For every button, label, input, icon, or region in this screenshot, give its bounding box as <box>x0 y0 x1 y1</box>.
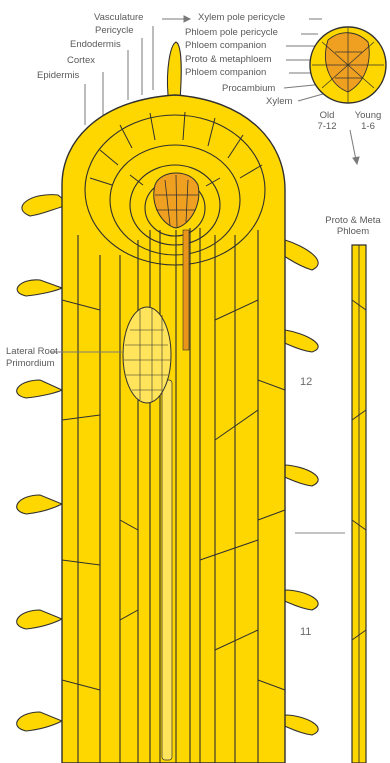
phloem-strand <box>183 230 189 350</box>
label-old-range: 7-12 <box>313 121 341 132</box>
label-primordium: Primordium <box>6 358 55 369</box>
label-lateral-root: Lateral Root <box>6 346 58 357</box>
label-old: Old <box>313 110 341 121</box>
label-xylem-pole-pericycle: Xylem pole pericycle <box>198 12 285 23</box>
label-epidermis: Epidermis <box>37 70 79 81</box>
zone-number-11: 11 <box>300 626 311 638</box>
label-phloem: Phloem <box>316 226 390 237</box>
label-phloem-companion: Phloem companion <box>185 40 266 51</box>
label-proto-metaphloem: Proto & metaphloem <box>185 54 272 65</box>
label-young: Young <box>351 110 385 121</box>
label-phloem-pole-pericycle: Phloem pole pericycle <box>185 27 278 38</box>
label-young-range: 1-6 <box>351 121 385 132</box>
label-phloem-companion-2: Phloem companion <box>185 67 266 78</box>
top-root-hair <box>167 42 181 100</box>
label-proto-meta: Proto & Meta <box>316 215 390 226</box>
label-cortex: Cortex <box>67 55 95 66</box>
zone-number-12: 12 <box>300 376 312 388</box>
label-pericycle: Pericycle <box>95 25 134 36</box>
label-xylem: Xylem <box>266 96 292 107</box>
root-hairs-right <box>282 240 318 735</box>
label-endodermis: Endodermis <box>70 39 121 50</box>
label-procambium: Procambium <box>222 83 275 94</box>
lateral-root-primordium <box>123 307 171 403</box>
xylem-beads <box>162 380 172 760</box>
label-vasculature: Vasculature <box>94 12 143 23</box>
